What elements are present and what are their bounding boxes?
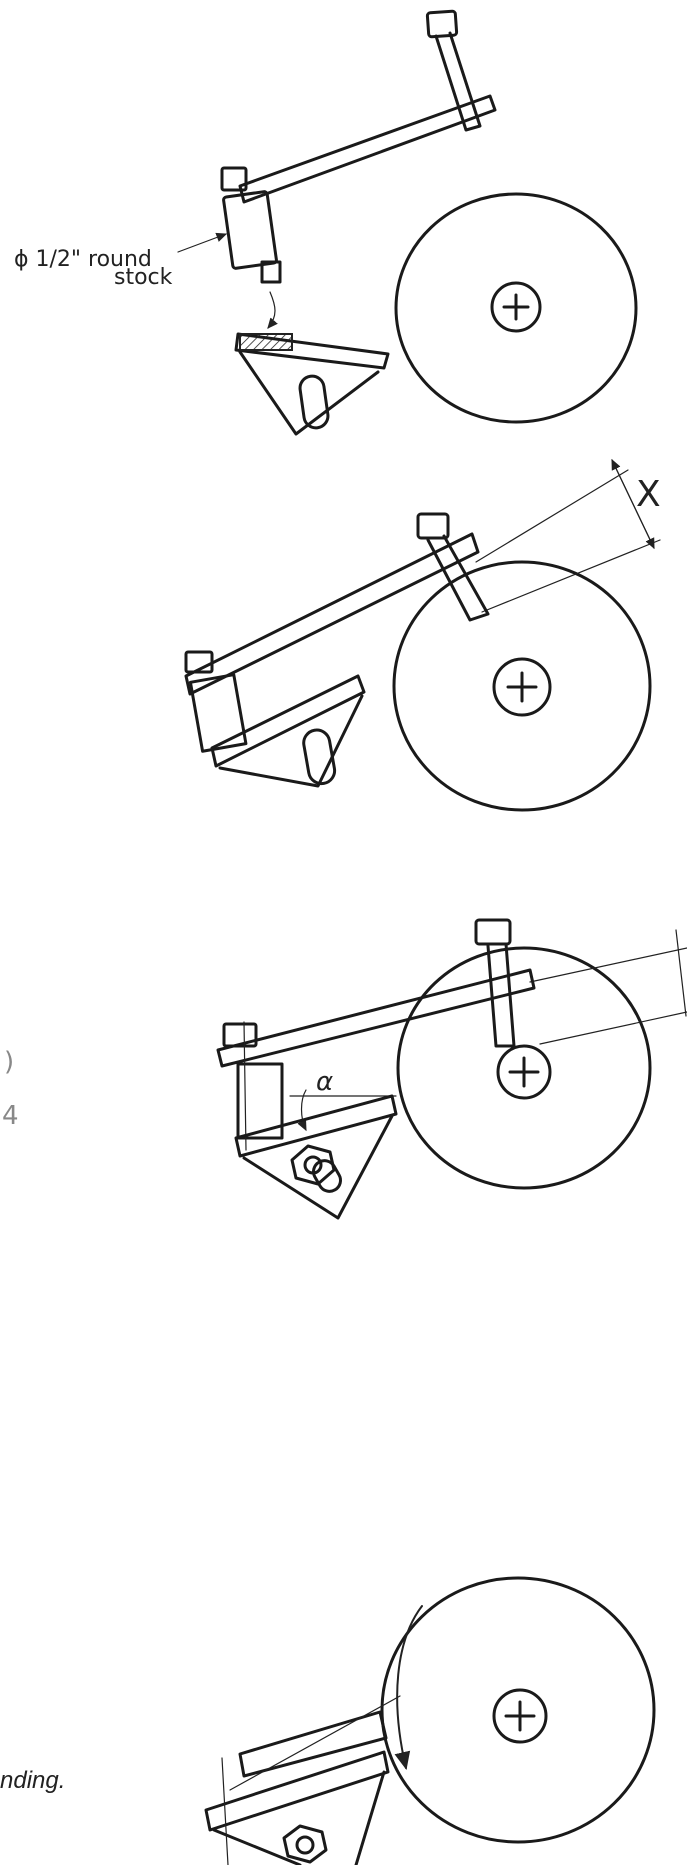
arm-bar <box>238 94 497 204</box>
round-stock-pivot <box>220 166 282 284</box>
arm-bar <box>238 1710 388 1778</box>
grinding-wheel <box>394 192 638 424</box>
dimension-line <box>675 929 687 1017</box>
stock-diameter-label: ϕ 1/2" round <box>14 247 152 272</box>
margin-fragment-top: ) <box>4 1047 14 1077</box>
angle-indicator <box>289 1089 397 1132</box>
wheel-hub-icon <box>496 1044 552 1100</box>
hex-nut-icon <box>290 1144 336 1186</box>
tool-rest <box>234 332 390 436</box>
wheel-hub-icon <box>492 657 552 717</box>
tool-rest <box>204 1750 390 1865</box>
arm-bar <box>216 968 536 1068</box>
panel-3-angle-view: α <box>216 918 687 1220</box>
dimension-line <box>529 947 687 983</box>
arm-bar <box>184 532 480 696</box>
rotation-arrow-icon <box>394 1605 423 1770</box>
stock-word-label: stock <box>114 265 173 290</box>
hex-nut-icon <box>282 1824 328 1864</box>
tool-rest <box>210 674 366 788</box>
dimension-x <box>475 458 661 613</box>
dimension-x-label: X <box>636 474 661 515</box>
margin-fragment-bottom: 4 <box>2 1101 19 1131</box>
adjusting-bolt <box>416 512 490 622</box>
angle-alpha-label: α <box>316 1067 333 1097</box>
center-line <box>229 1695 401 1791</box>
panel-2-set-distance-view: X <box>184 458 661 812</box>
grinding-wheel <box>380 1576 656 1844</box>
round-stock-pivot <box>184 650 248 753</box>
caption-fragment: nding. <box>0 1767 65 1794</box>
panel-1-exploded-view: ϕ 1/2" round stock <box>14 9 638 436</box>
grinding-wheel <box>392 560 652 812</box>
adjusting-bolt <box>425 9 482 132</box>
wheel-hub-icon <box>490 281 542 333</box>
dimension-line <box>539 1011 687 1045</box>
panel-4-grinding-view <box>204 1576 656 1865</box>
label-leader <box>177 232 228 253</box>
wheel-hub-icon <box>492 1688 548 1744</box>
assembly-arrow <box>267 291 278 329</box>
grinding-wheel <box>396 946 652 1190</box>
tool-rest <box>234 1094 398 1220</box>
round-stock-pivot <box>222 1021 284 1151</box>
